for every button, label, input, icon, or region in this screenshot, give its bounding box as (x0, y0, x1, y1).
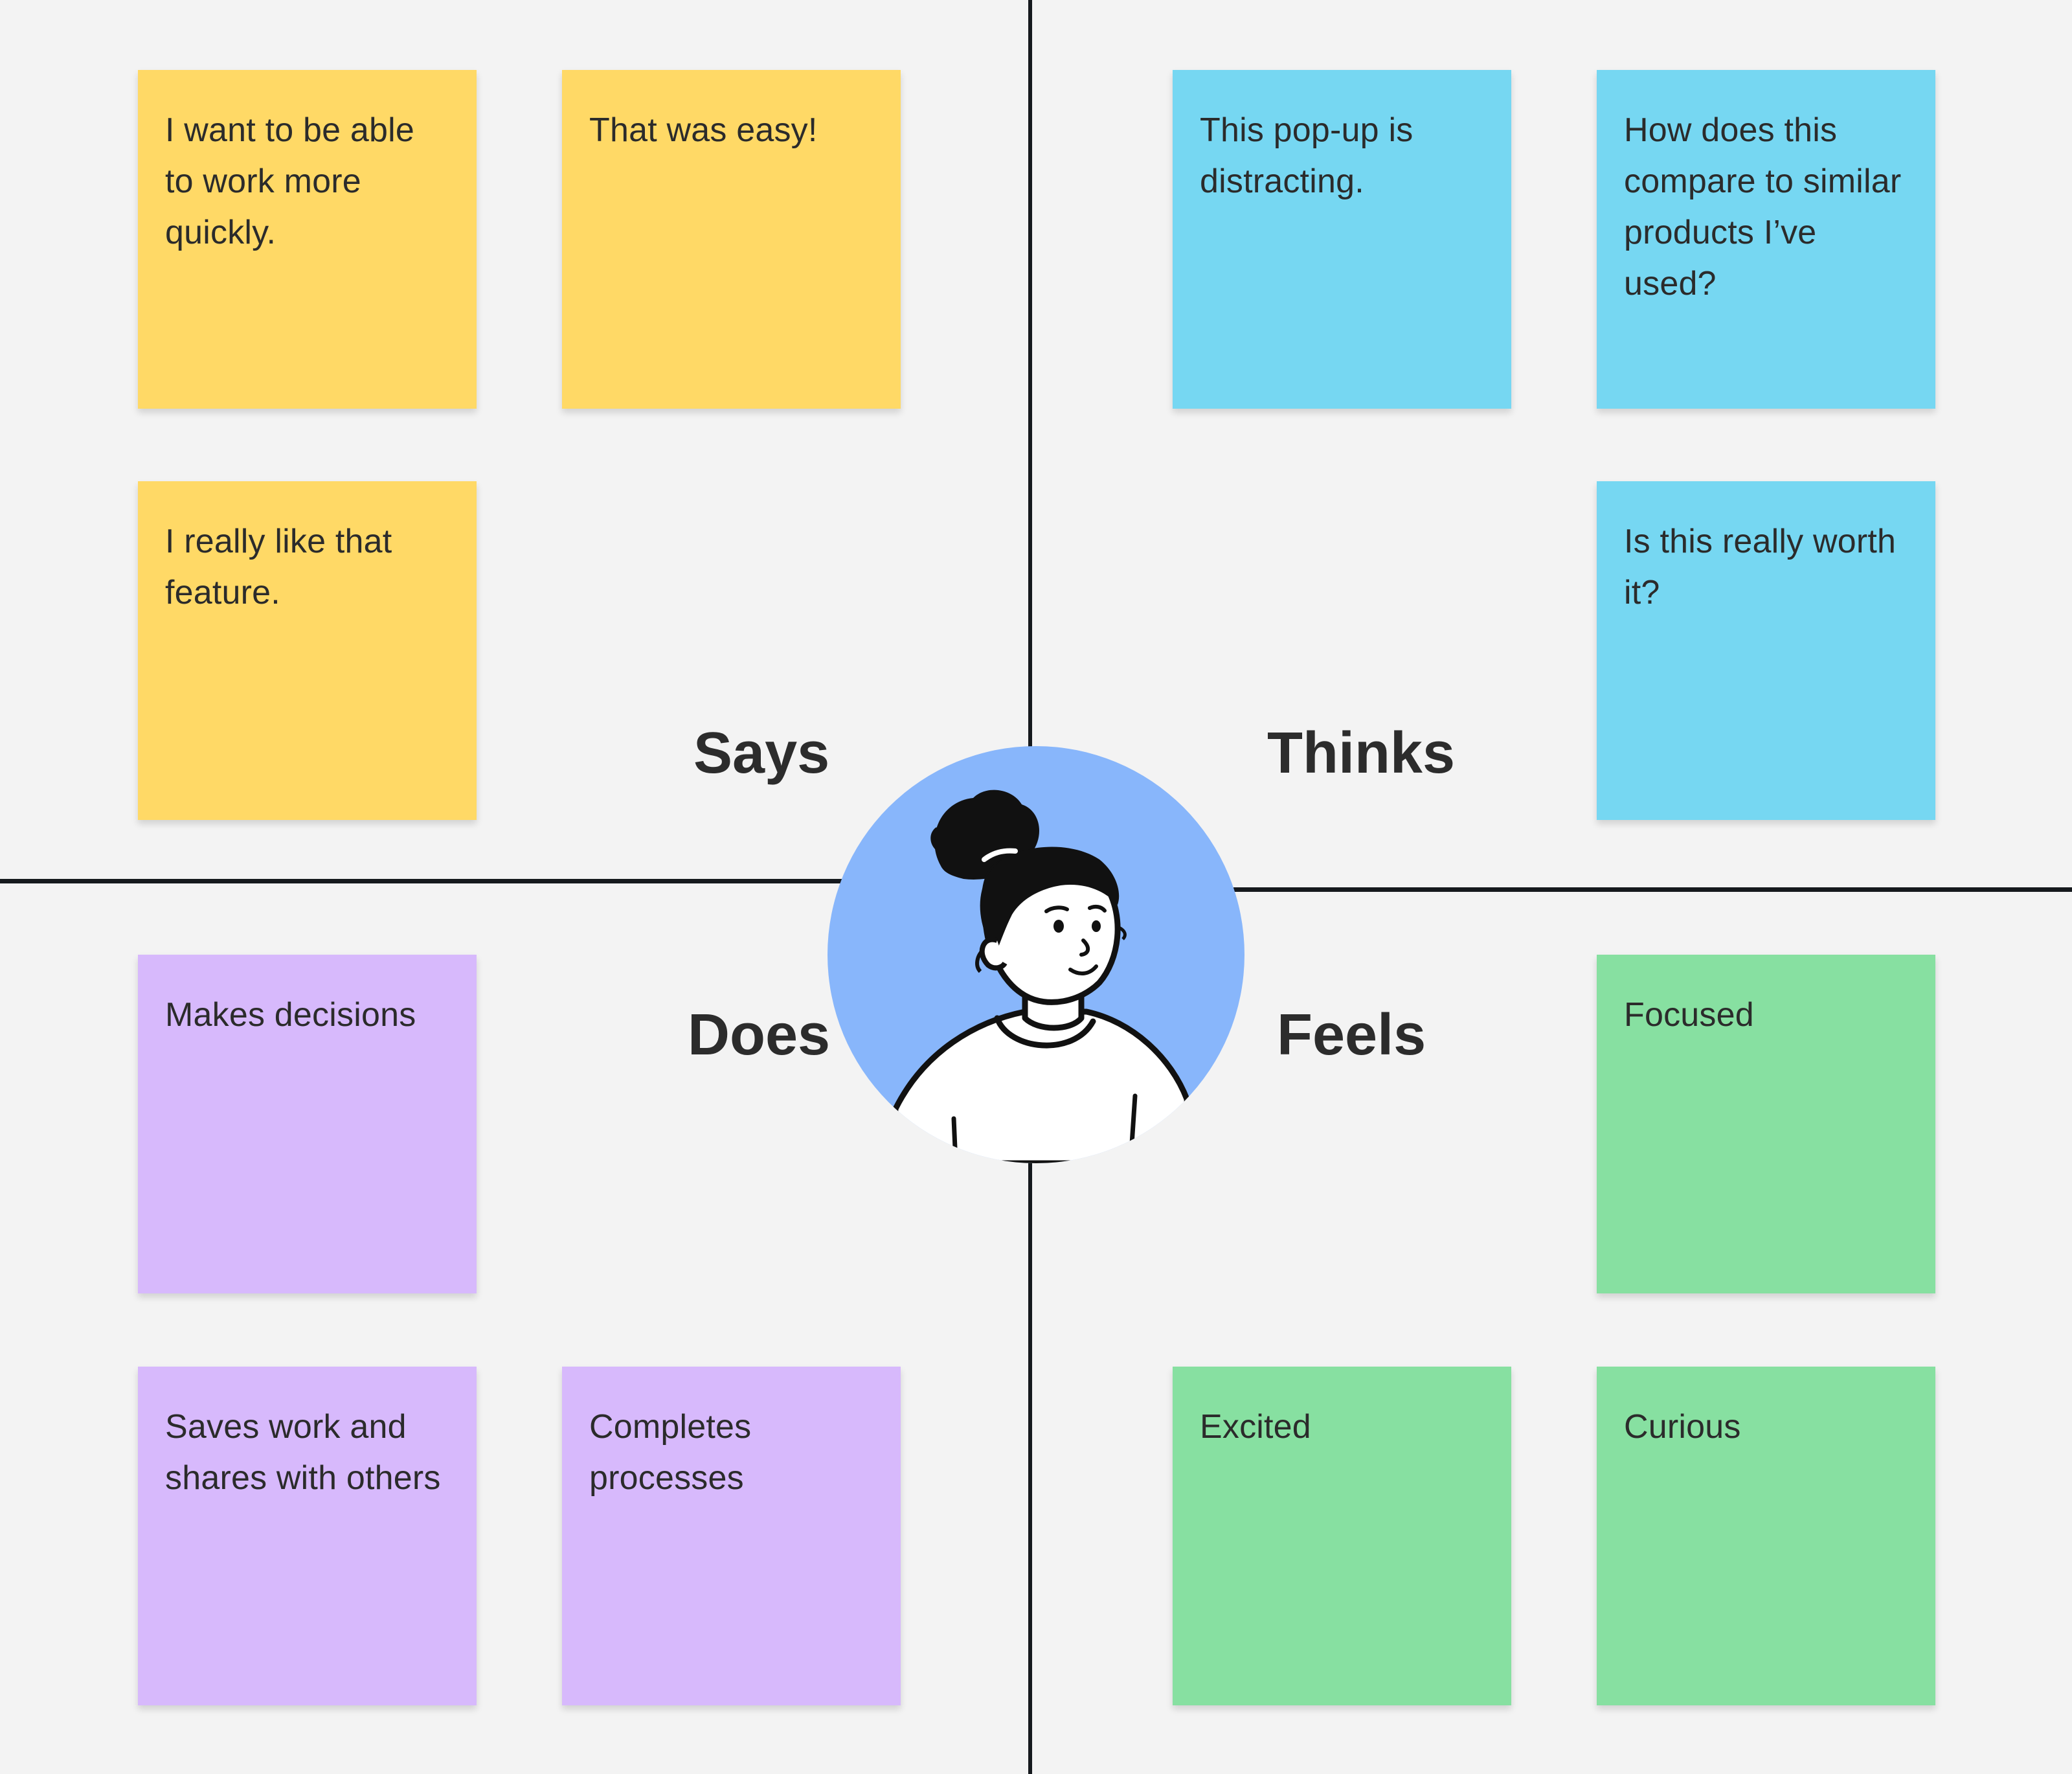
sticky-note-feels-2[interactable]: Excited (1173, 1367, 1511, 1705)
sticky-note-says-1[interactable]: I want to be able to work more quickly. (138, 70, 477, 409)
quadrant-label-feels: Feels (1277, 1003, 1426, 1067)
quadrant-label-says: Says (693, 721, 830, 786)
sticky-note-does-1[interactable]: Makes decisions (138, 955, 477, 1293)
quadrant-label-does: Does (688, 1003, 831, 1067)
sticky-note-says-3[interactable]: I really like that feature. (138, 481, 477, 820)
quadrant-label-thinks: Thinks (1267, 721, 1456, 786)
sticky-note-does-2[interactable]: Saves work and shares with others (138, 1367, 477, 1705)
sticky-note-feels-1[interactable]: Focused (1597, 955, 1935, 1293)
sticky-note-feels-3[interactable]: Curious (1597, 1367, 1935, 1705)
divider-horizontal-right (1233, 887, 2072, 892)
sticky-note-thinks-2[interactable]: How does this compare to similar product… (1597, 70, 1935, 409)
divider-vertical-bottom (1028, 1159, 1032, 1774)
sticky-note-thinks-3[interactable]: Is this really worth it? (1597, 481, 1935, 820)
user-avatar-icon (828, 746, 1244, 1163)
sticky-note-does-3[interactable]: Completes processes (562, 1367, 901, 1705)
sticky-note-says-2[interactable]: That was easy! (562, 70, 901, 409)
divider-horizontal-left (0, 879, 842, 883)
sticky-note-thinks-1[interactable]: This pop-up is distracting. (1173, 70, 1511, 409)
divider-vertical-top (1028, 0, 1032, 751)
